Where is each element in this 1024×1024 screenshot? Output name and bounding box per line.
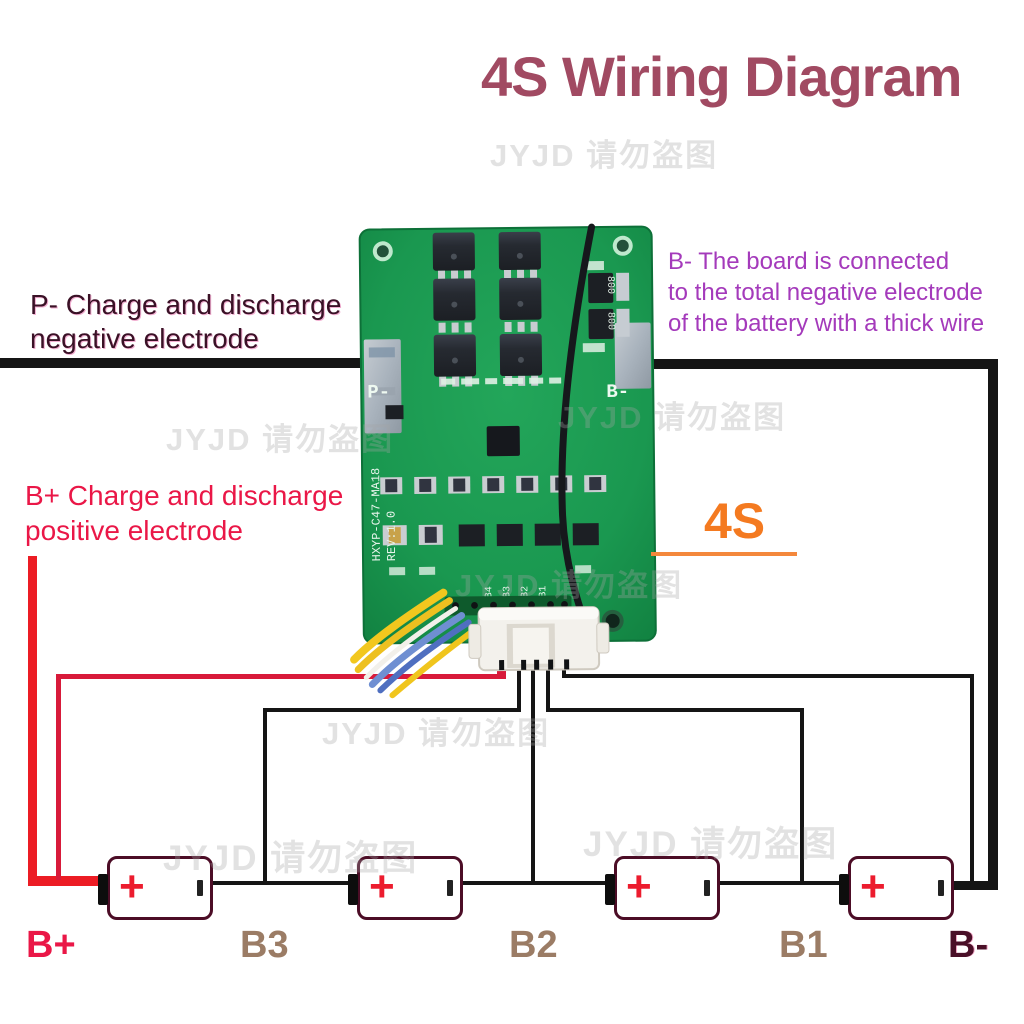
watermark: JYJD 请勿盗图 [322, 716, 551, 751]
battery-negative-mark [704, 880, 710, 896]
mounting-holes [372, 235, 633, 632]
terminal-label-b3: B3 [240, 924, 289, 966]
cell-count-label: 4S [704, 493, 766, 549]
silkscreen-b-minus: B- [606, 381, 629, 403]
battery-positive-terminal [348, 874, 358, 905]
terminal-label-bplus: B+ [26, 924, 76, 966]
jst-connector [468, 606, 610, 672]
terminal-label-b1: B1 [779, 924, 828, 966]
battery-positive-terminal [98, 874, 108, 905]
battery-plus-mark: + [119, 862, 145, 911]
balance-wire-bminus-horizontal [562, 674, 974, 678]
b-minus-line1: B- The board is connected [668, 248, 950, 275]
svg-text:B4: B4 [484, 586, 495, 598]
balance-wire-b1-vertical [800, 708, 804, 884]
silkscreen-p-minus: P- [367, 381, 390, 403]
battery-negative-mark [447, 880, 453, 896]
silkscreen-revision: REV:1.0 [385, 511, 400, 562]
battery-cell-1: + [839, 856, 954, 920]
cell-count-underline [651, 552, 797, 556]
terminal-label-b2: B2 [509, 924, 558, 966]
balance-wire-b3-horizontal [263, 708, 521, 712]
balance-wire-b1-horizontal [546, 708, 804, 712]
battery-positive-terminal [605, 874, 615, 905]
b-minus-annotation: B- The board is connected to the total n… [668, 246, 984, 339]
battery-plus-mark: + [626, 862, 652, 911]
series-link-2-3 [463, 881, 605, 885]
battery-plus-mark: + [860, 862, 886, 911]
battery-plus-mark: + [369, 862, 395, 911]
b-minus-wire-vertical [988, 359, 998, 890]
terminal-label-bminus: B- [948, 924, 989, 966]
b-plus-annotation: B+ Charge and discharge positive electro… [25, 478, 343, 548]
battery-cell-3: + [348, 856, 463, 920]
p-minus-annotation: P- Charge and discharge negative electro… [30, 288, 341, 356]
page-title: 4S Wiring Diagram [481, 45, 962, 108]
battery-cell-4: + [98, 856, 213, 920]
b-plus-wire-bottom [28, 876, 102, 886]
svg-text:B1: B1 [538, 586, 549, 598]
watermark: JYJD 请勿盗图 [490, 138, 719, 173]
balance-wire-bundle [350, 588, 480, 699]
chip-marking: 800 [604, 312, 615, 330]
bms-board: 800 800 P- B- [350, 223, 659, 699]
b-minus-line2: to the total negative electrode [668, 279, 983, 306]
b-minus-wire-top [652, 359, 998, 369]
battery-negative-mark [197, 880, 203, 896]
balance-wire-bminus-vertical [970, 674, 974, 886]
silkscreen-model: HXYP-C47-MA18 [369, 468, 384, 562]
battery-negative-mark [938, 880, 944, 896]
battery-positive-terminal [839, 874, 849, 905]
watermark: JYJD 请勿盗图 [166, 422, 395, 457]
series-link-1-2 [213, 881, 349, 885]
b-plus-line1: B+ Charge and discharge [25, 480, 344, 511]
balance-pin-labels: B4 B3 B2 B1 [484, 586, 549, 599]
p-minus-line1: P- Charge and discharge [30, 289, 342, 320]
b-plus-line2: positive electrode [25, 515, 243, 546]
balance-wire-b3-vertical [263, 708, 267, 884]
balance-wire-b2-vertical [531, 656, 535, 884]
balance-wire-b3-stub [517, 656, 521, 712]
series-link-3-4 [720, 881, 840, 885]
balance-wire-b1-stub [546, 656, 550, 712]
svg-text:B2: B2 [520, 586, 531, 598]
black-cable [558, 223, 596, 639]
p-minus-line2: negative electrode [30, 323, 259, 354]
b-minus-wire-bottom [953, 881, 998, 890]
balance-wire-bplus-vertical [56, 674, 61, 880]
b-minus-line3: of the battery with a thick wire [668, 310, 985, 337]
bms-board-graphic: 800 800 P- B- [350, 223, 657, 699]
balance-wire-bplus-horizontal [56, 674, 506, 679]
battery-cell-2: + [605, 856, 720, 920]
p-minus-wire [0, 358, 366, 368]
svg-text:B3: B3 [502, 586, 513, 598]
chip-marking: 800 [604, 276, 615, 294]
b-plus-wire-vertical [28, 556, 37, 886]
